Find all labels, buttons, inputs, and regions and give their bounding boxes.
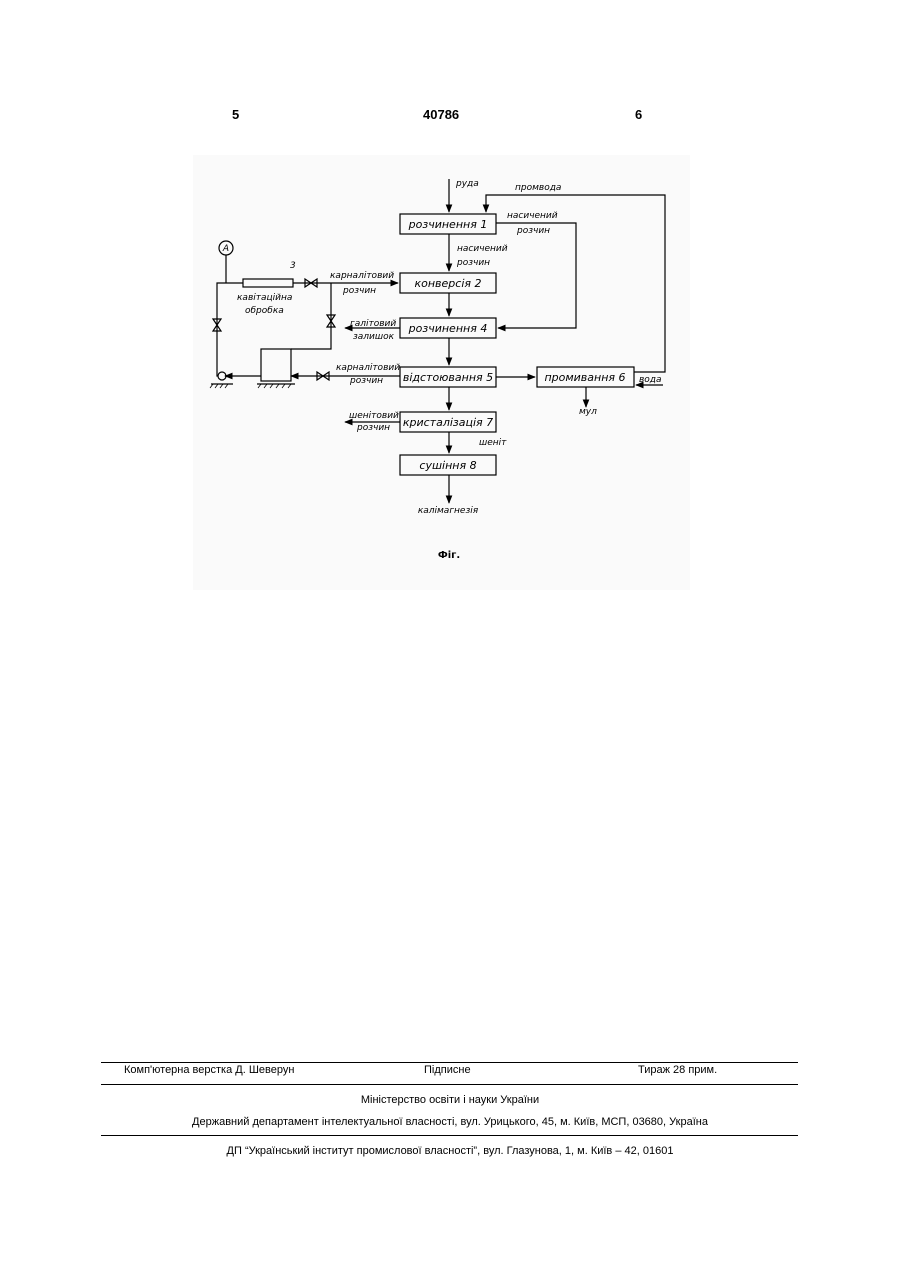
label-carnallite-1: карналітовий xyxy=(330,271,394,281)
label-drying-8: сушіння 8 xyxy=(419,459,476,472)
page-number-right: 6 xyxy=(635,107,642,122)
label-halite-2: залишок xyxy=(353,332,395,342)
label-ore: руда xyxy=(455,179,479,189)
footer-department: Державний департамент інтелектуальної вл… xyxy=(0,1116,900,1128)
label-water: вода xyxy=(639,375,662,385)
footer-signed: Підписне xyxy=(424,1064,471,1076)
footer-institute: ДП “Український інститут промислової вла… xyxy=(0,1145,900,1157)
saturated-solution-loop xyxy=(496,223,576,328)
label-pump-a: А xyxy=(222,244,229,254)
label-conversion-2: конверсія 2 xyxy=(414,277,481,290)
tank xyxy=(261,349,291,381)
figure-caption: Фіг. xyxy=(438,550,460,561)
label-dissolution-1: розчинення 1 xyxy=(408,218,488,231)
footer-rule-bottom xyxy=(101,1135,798,1136)
label-sludge: мул xyxy=(579,407,597,417)
label-halite-1: галітовий xyxy=(350,319,396,329)
label-carnallite-2: карналітовий xyxy=(336,363,400,373)
footer-layout: Комп'ютерна верстка Д. Шеверун xyxy=(124,1064,294,1076)
page-number-left: 5 xyxy=(232,107,239,122)
footer-rule-top xyxy=(101,1062,798,1063)
label-solution-2: розчин xyxy=(456,258,490,268)
footer-circulation: Тираж 28 прим. xyxy=(638,1064,717,1076)
flow-diagram: розчинення 1 конверсія 2 розчинення 4 ві… xyxy=(193,155,690,590)
footer-ministry: Міністерство освіти і науки України xyxy=(0,1094,900,1106)
label-carnallite-1b: розчин xyxy=(342,286,376,296)
label-washing-6: промивання 6 xyxy=(544,371,625,384)
label-crystallization-7: кристалізація 7 xyxy=(403,416,493,429)
pump xyxy=(218,372,226,380)
footer-rule-middle xyxy=(101,1084,798,1085)
label-number-3: 3 xyxy=(290,261,296,271)
label-schoenite-sol-2: розчин xyxy=(356,423,390,433)
label-schoenite-sol-1: шенітовий xyxy=(349,411,399,421)
label-dissolution-4: розчинення 4 xyxy=(408,322,488,335)
label-process-water: промвода xyxy=(515,183,561,193)
label-saturated-1: насичений xyxy=(507,211,558,221)
label-cavitation-2: обробка xyxy=(245,306,284,316)
label-product: калімагнезія xyxy=(418,506,479,516)
patent-number: 40786 xyxy=(423,107,459,122)
label-schoenite: шеніт xyxy=(479,438,507,448)
cavitation-device xyxy=(243,279,293,287)
label-cavitation-1: кавітаційна xyxy=(237,293,292,303)
label-saturated-2: насичений xyxy=(457,244,508,254)
process-flow-figure: розчинення 1 конверсія 2 розчинення 4 ві… xyxy=(193,155,690,590)
label-settling-5: відстоювання 5 xyxy=(403,371,493,384)
label-carnallite-2b: розчин xyxy=(349,376,383,386)
label-solution-1: розчин xyxy=(516,226,550,236)
